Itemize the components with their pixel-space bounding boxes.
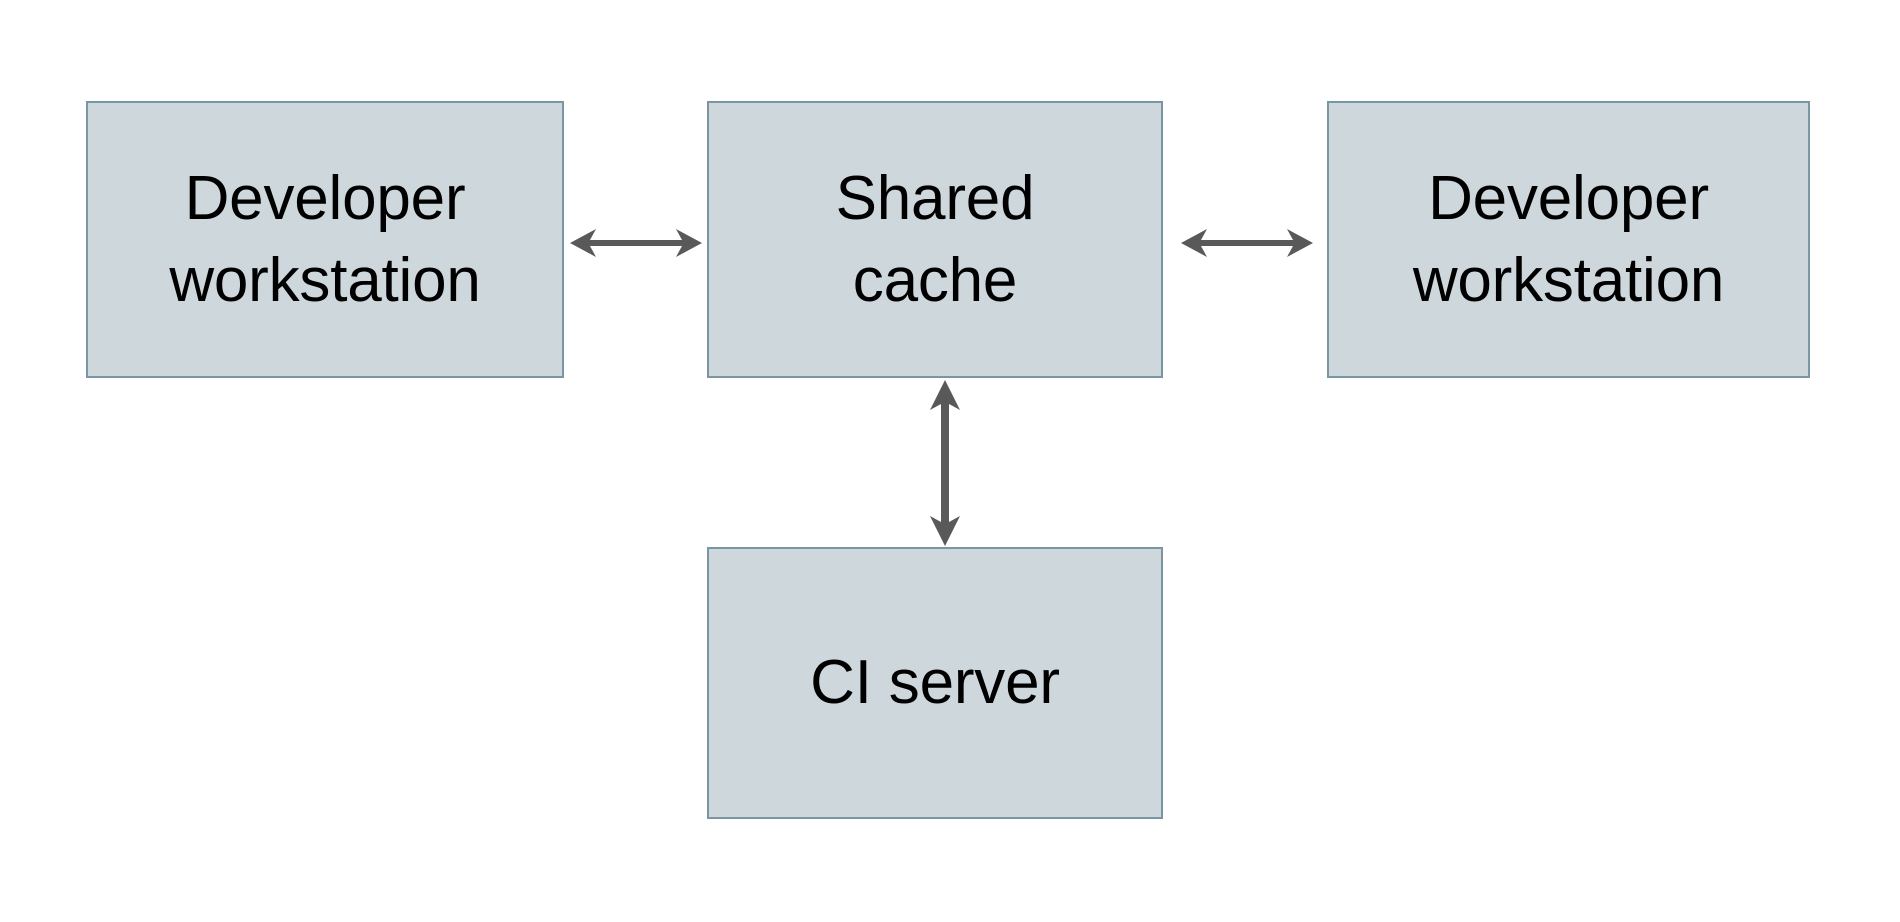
double-headed-arrow-icon: [570, 229, 702, 257]
node-developer-workstation-left[interactable]: Developer workstation: [86, 101, 564, 378]
edge-developer-left-to-shared-cache: [570, 229, 702, 257]
node-ci-server[interactable]: CI server: [707, 547, 1163, 819]
node-developer-workstation-right[interactable]: Developer workstation: [1327, 101, 1810, 378]
edge-shared-cache-to-developer-right: [1181, 229, 1313, 257]
double-headed-arrow-icon: [930, 380, 960, 546]
double-headed-arrow-icon: [1181, 229, 1313, 257]
node-label: Shared cache: [835, 163, 1035, 315]
edge-shared-cache-to-ci-server: [930, 380, 960, 546]
node-label: CI server: [810, 648, 1060, 718]
node-shared-cache[interactable]: Shared cache: [707, 101, 1163, 378]
node-label: Developer workstation: [169, 163, 481, 315]
node-label: Developer workstation: [1412, 163, 1725, 315]
